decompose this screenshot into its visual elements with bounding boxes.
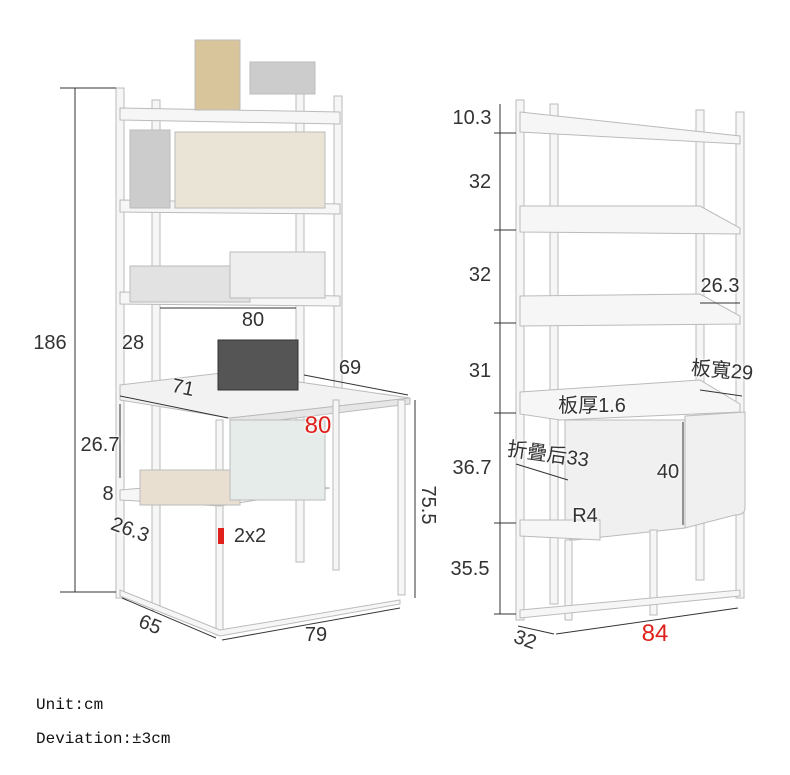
dim-lower-shelf-gap: 26.7 [80, 434, 120, 456]
dim-desk-height: 75.5 [417, 485, 439, 525]
dim-total-height: 186 [33, 332, 67, 354]
dim-shelf-width: 80 [241, 309, 265, 331]
dim-desk-depth-left: 71 [169, 374, 197, 402]
dim-side-depth: 28 [121, 332, 145, 354]
dim-leg-size: 2x2 [233, 525, 267, 547]
dim-lower-shelf-lip: 8 [102, 483, 114, 505]
dim-base-width: 79 [304, 624, 328, 646]
dim-top-gap: 10.3 [452, 107, 492, 129]
dim-shelf-gap-1: 32 [468, 171, 492, 193]
dim-total-width: 84 [641, 620, 669, 647]
dim-panel-height: 40 [656, 461, 680, 483]
dim-board-width: 板寬29 [690, 357, 754, 385]
dim-corner-radius: R4 [572, 505, 598, 527]
dim-shelf-gap-2: 32 [468, 264, 492, 286]
dim-shelf-gap-3: 31 [468, 360, 492, 382]
dim-desk-depth-right: 69 [338, 357, 362, 379]
dim-board-thickness: 板厚1.6 [558, 395, 626, 417]
dim-shelf-depth: 26.3 [700, 275, 740, 297]
dim-desk-gap: 36.7 [452, 457, 492, 479]
deviation-note: Deviation:±3cm [36, 730, 171, 748]
dim-desk-width: 80 [304, 412, 332, 439]
unit-note: Unit:cm [36, 696, 104, 714]
right-shelf-drawing [515, 99, 746, 621]
left-dimension-lines [60, 87, 416, 641]
dim-bottom-gap: 35.5 [450, 558, 490, 580]
right-dimension-lines [494, 104, 743, 635]
left-desk-shelf-drawing [115, 39, 411, 637]
